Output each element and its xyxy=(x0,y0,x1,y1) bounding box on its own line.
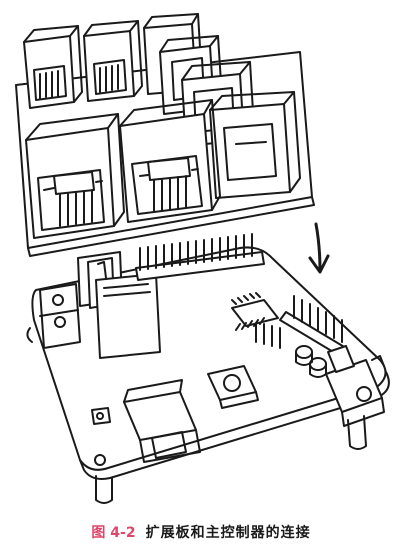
figure-number: 图 4-2 xyxy=(91,525,136,541)
insert-direction-arrow xyxy=(308,222,330,274)
board-foot-left xyxy=(95,475,113,504)
usb-b-connector xyxy=(123,379,201,463)
rj-jack-right-3 xyxy=(209,91,301,199)
microcontroller-chip xyxy=(231,292,279,331)
pin-header-top xyxy=(135,233,265,281)
mount-hole-left xyxy=(94,454,106,466)
figure-caption: 图 4-2 扩展板和主控制器的连接 xyxy=(0,520,402,544)
square-component xyxy=(207,365,259,409)
rj-jack-front-1 xyxy=(25,113,125,239)
rj-jack-front-2 xyxy=(119,99,221,223)
reset-button xyxy=(91,407,111,425)
expansion-board xyxy=(15,13,315,257)
stacking-headers xyxy=(77,251,161,359)
rj-jack-back-2 xyxy=(83,20,143,102)
rj-jack-back-1 xyxy=(23,25,83,109)
figure-title: 扩展板和主控制器的连接 xyxy=(145,525,311,541)
voltage-regulator xyxy=(327,345,355,373)
screw-terminal xyxy=(26,283,81,349)
board-foot-right xyxy=(347,415,367,450)
